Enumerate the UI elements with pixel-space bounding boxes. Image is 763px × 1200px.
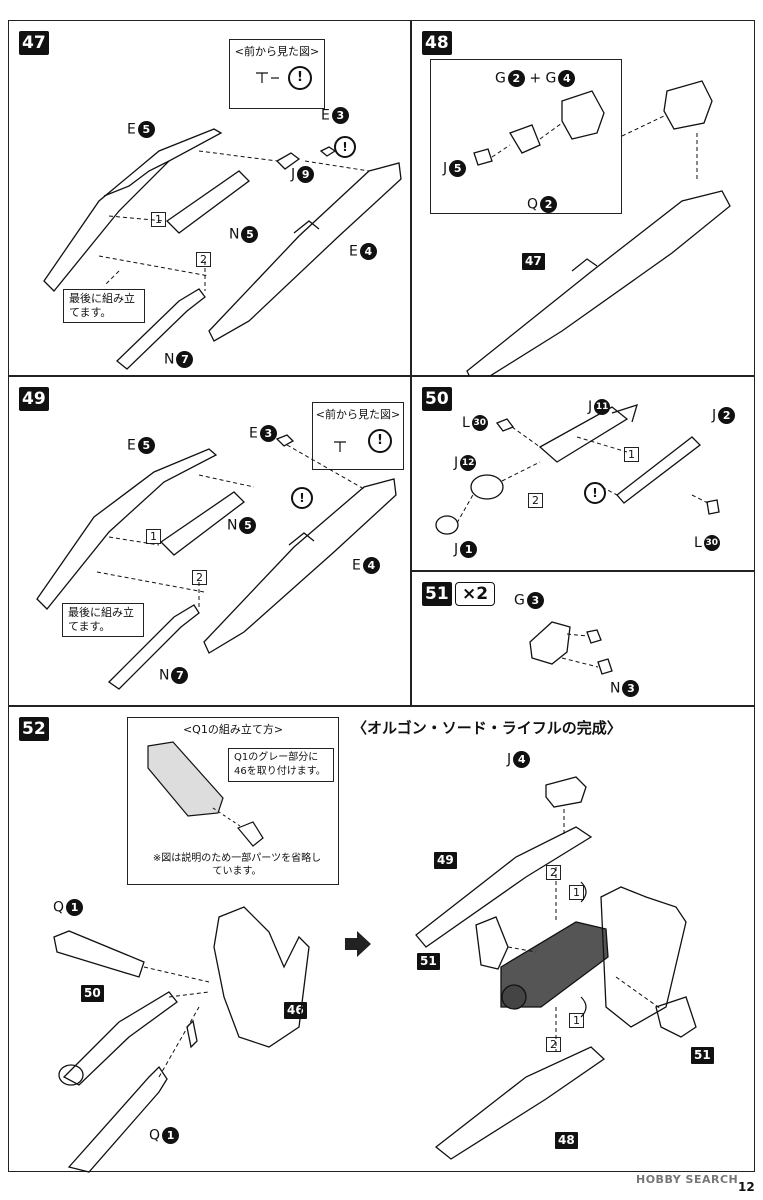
callout-title: <Q1の組み立て方> — [182, 723, 284, 736]
step-48-illustration — [466, 80, 731, 377]
warning-icon: ! — [334, 136, 356, 158]
step-number: 47 — [19, 31, 49, 55]
warning-icon: ! — [291, 487, 313, 509]
ref-step-48: 48 — [555, 1132, 578, 1149]
step-number: 51 — [422, 582, 452, 606]
step-52-panel: 52 <Q1の組み立て方> Q1のグレー部分に46を取り付けます。 ※図は説明の… — [8, 706, 755, 1173]
step-box-2-bottom: 2 — [546, 1037, 561, 1052]
step-box-1: 1 — [624, 447, 639, 462]
callout-title: <前から見た図> — [234, 45, 320, 58]
ref-step-47: 47 — [522, 253, 545, 270]
ref-step-51-right: 51 — [691, 1047, 714, 1064]
warning-icon: ! — [584, 482, 606, 504]
callout-title: <前から見た図> — [315, 408, 401, 421]
step-number: 52 — [19, 717, 49, 741]
multiplier-badge: ×2 — [455, 582, 496, 606]
step-box-1-bottom: 1 — [569, 1013, 584, 1028]
step-50-illustration — [435, 404, 720, 535]
callout-footnote: ※図は説明のため一部パーツを省略しています。 — [152, 853, 322, 877]
step-51-illustration — [529, 621, 613, 675]
step-number: 49 — [19, 387, 49, 411]
assemble-last-note: 最後に組み立てます。 — [63, 289, 145, 323]
callout-note: Q1のグレー部分に46を取り付けます。 — [228, 748, 334, 782]
ref-step-50: 50 — [81, 985, 104, 1002]
page-number: 12 — [738, 1180, 755, 1194]
warning-icon: ! — [288, 66, 312, 90]
ref-step-49: 49 — [434, 852, 457, 869]
step-box-1-top: 1 — [569, 885, 584, 900]
q1-assembly-callout: <Q1の組み立て方> Q1のグレー部分に46を取り付けます。 ※図は説明のため一… — [127, 717, 339, 885]
step-box-1: 1 — [146, 529, 161, 544]
step-number: 48 — [422, 31, 452, 55]
watermark-logo: HOBBY SEARCH — [636, 1173, 739, 1186]
step-box-2: 2 — [196, 252, 211, 267]
step-box-2: 2 — [528, 493, 543, 508]
warning-icon: ! — [368, 429, 392, 453]
ref-step-51-left: 51 — [417, 953, 440, 970]
step-49-illustration — [36, 434, 397, 690]
next-arrow-icon — [345, 931, 371, 957]
step-box-2-top: 2 — [546, 865, 561, 880]
step-52-illustration — [53, 906, 310, 1173]
q1-callout-illustration — [147, 741, 264, 847]
completion-illustration — [415, 776, 697, 1160]
front-view-callout: <前から見た図> ! — [229, 39, 325, 109]
step-number: 50 — [422, 387, 452, 411]
completion-heading: 〈オルゴン・ソード・ライフルの完成〉 — [352, 719, 622, 737]
step-47-illustration — [43, 72, 402, 370]
assemble-last-note: 最後に組み立てます。 — [62, 603, 144, 637]
front-view-callout: <前から見た図> ! — [312, 402, 404, 470]
